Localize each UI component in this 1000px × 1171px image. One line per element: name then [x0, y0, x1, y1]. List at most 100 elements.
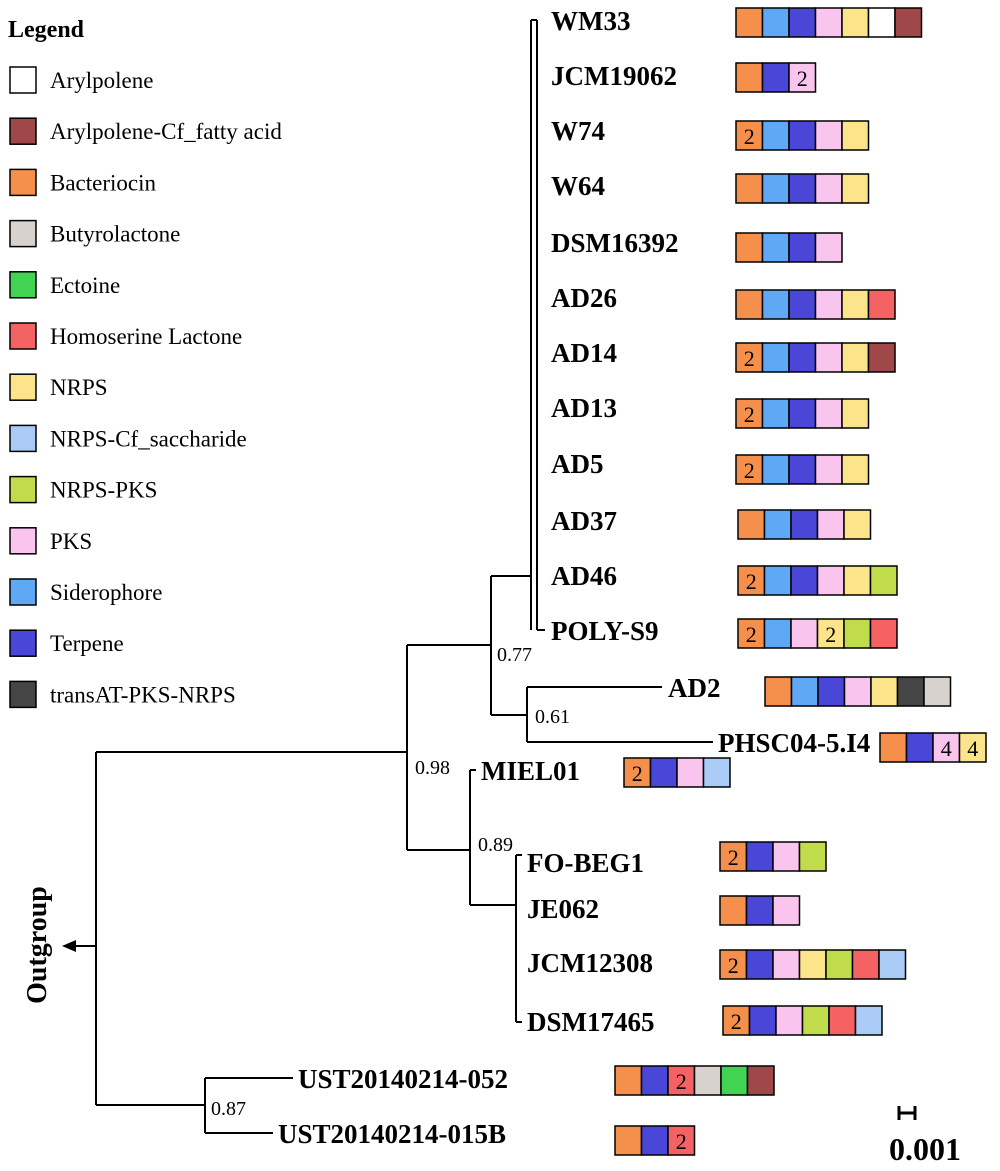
cluster-cell-siderophore [790, 676, 819, 707]
cluster-cell-bacteriocin [735, 454, 764, 485]
taxon-label: AD46 [551, 561, 617, 591]
cluster-cell-siderophore [761, 454, 790, 485]
cluster-cell-bacteriocin [735, 289, 764, 320]
legend-swatch [9, 629, 37, 657]
legend-label: NRPS [50, 375, 108, 400]
cluster-cell-siderophore [763, 565, 792, 596]
legend-label: Terpene [50, 631, 124, 656]
cluster-row [735, 7, 923, 38]
cluster-row: 2 [735, 62, 817, 93]
legend-item-homoserine-lactone: Homoserine Lactone [9, 322, 242, 350]
legend-swatch [9, 373, 37, 401]
cluster-cell-terpene [905, 732, 934, 763]
cluster-row [764, 676, 952, 707]
scale-bar: 0.001 [889, 1106, 961, 1167]
cluster-cell-bacteriocin [735, 398, 764, 429]
cluster-row: 2 [614, 1065, 775, 1096]
cluster-row [735, 173, 870, 204]
cluster-cell-transat-pks-nrps [896, 676, 925, 707]
cluster-cell-homoserine-lactone [828, 1005, 857, 1036]
cluster-cell-pks [814, 120, 843, 151]
support-value: 0.77 [497, 644, 532, 666]
cluster-cell-nrps-pks [869, 565, 898, 596]
cluster-cell-terpene [788, 342, 817, 373]
cluster-cell-bacteriocin [614, 1065, 643, 1096]
cluster-cell-bacteriocin [737, 509, 766, 540]
legend-item-butyrolactone: Butyrolactone [9, 219, 180, 248]
cluster-cell-nrps-cf-saccharide [702, 757, 731, 788]
cluster-count: 2 [676, 1129, 687, 1154]
cluster-cell-pks [676, 757, 705, 788]
cluster-cell-nrps-cf-saccharide [878, 949, 907, 980]
cluster-cell-bacteriocin [735, 7, 764, 38]
legend-label: Siderophore [50, 580, 162, 605]
cluster-row: 2 [735, 342, 896, 373]
cluster-cell-terpene [640, 1065, 669, 1096]
taxon-label: W74 [551, 116, 605, 146]
cluster-cell-nrps-pks [798, 841, 827, 872]
outgroup-arrow-icon [62, 940, 76, 952]
cluster-cell-bacteriocin [764, 676, 793, 707]
support-value: 0.89 [478, 834, 513, 856]
cluster-cell-terpene [790, 509, 819, 540]
cluster-cell-terpene [788, 289, 817, 320]
cluster-cell-terpene [761, 62, 790, 93]
legend-swatch [9, 168, 37, 197]
legend-swatch [9, 578, 37, 606]
cluster-count: 2 [744, 458, 755, 483]
cluster-cell-siderophore [761, 173, 790, 204]
cluster-cell-nrps [841, 7, 870, 38]
cluster-cell-nrps [841, 173, 870, 204]
cluster-count: 2 [676, 1069, 687, 1094]
cluster-cell-pks [772, 841, 801, 872]
cluster-count: 4 [967, 736, 978, 761]
cluster-row: 2 [735, 120, 870, 151]
legend-swatch [9, 322, 37, 350]
outgroup-label: Outgroup [22, 886, 53, 1004]
cluster-row [735, 232, 843, 263]
cluster-row: 2 [719, 841, 827, 872]
cluster-row: 2 [737, 565, 898, 596]
cluster-cell-bacteriocin [879, 732, 908, 763]
cluster-cell-butyrolactone [923, 676, 952, 707]
cluster-cell-pks [843, 676, 872, 707]
taxon-label: JCM19062 [551, 61, 677, 91]
cluster-count: 2 [746, 569, 757, 594]
cluster-cell-pks [814, 7, 843, 38]
cluster-row: 2 [735, 398, 870, 429]
cluster-cell-bacteriocin [737, 618, 766, 649]
cluster-cell-pks [814, 342, 843, 373]
cluster-cell-nrps-pks [825, 949, 854, 980]
cluster-count: 2 [728, 953, 739, 978]
taxon-ad46: AD46 2 [551, 561, 898, 596]
cluster-row: 2 [623, 757, 731, 788]
cluster-cell-terpene [649, 757, 678, 788]
cluster-row [737, 509, 872, 540]
legend-item-ectoine: Ectoine [9, 271, 120, 299]
legend-label: Homoserine Lactone [50, 324, 242, 349]
legend-swatch [9, 424, 37, 453]
taxon-dsm16392: DSM16392 [551, 228, 843, 263]
taxon-w64: W64 [551, 171, 870, 204]
legend-swatch [9, 271, 37, 299]
legend-label: Butyrolactone [50, 222, 180, 247]
cluster-count: 2 [744, 124, 755, 149]
support-value: 0.61 [535, 706, 570, 728]
cluster-cell-siderophore [761, 342, 790, 373]
cluster-cell-butyrolactone [693, 1065, 722, 1096]
cluster-count: 2 [744, 402, 755, 427]
cluster-count: 2 [728, 845, 739, 870]
support-value: 0.98 [415, 757, 450, 779]
cluster-cell-pks [816, 565, 845, 596]
cluster-cell-arylpolene-cf-fatty-acid [894, 7, 923, 38]
cluster-cell-terpene [788, 7, 817, 38]
cluster-cell-terpene [640, 1125, 669, 1156]
